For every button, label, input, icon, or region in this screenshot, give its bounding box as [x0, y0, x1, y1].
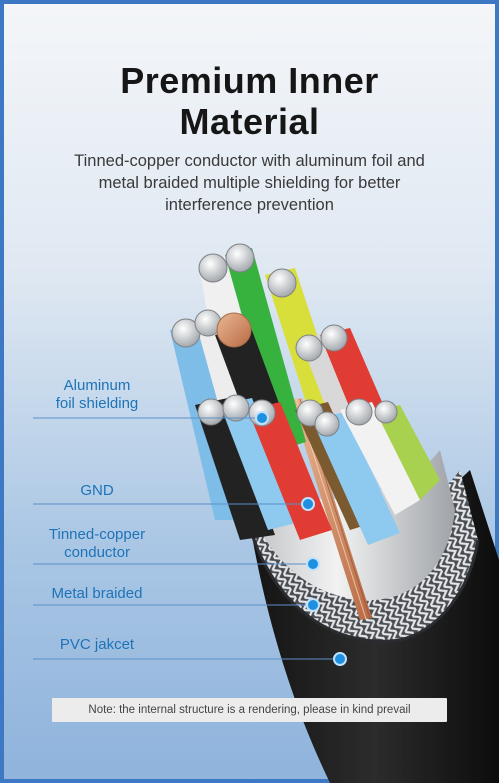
callout-tinned-copper: Tinned-copper conductor	[33, 526, 161, 562]
conductor-ends	[171, 243, 398, 437]
callout-conductor-line-1: Tinned-copper	[48, 526, 146, 543]
callout-pvc-jacket: PVC jakcet	[59, 636, 135, 653]
foil-marker	[255, 411, 269, 425]
callout-foil-line-1: Aluminum	[63, 377, 131, 394]
page-title: Premium Inner Material	[0, 60, 499, 142]
callout-gnd: GND	[80, 482, 114, 499]
jacket-marker	[333, 652, 347, 666]
braid-marker	[306, 598, 320, 612]
callout-aluminum-foil: Aluminum foil shielding	[33, 377, 161, 413]
gnd-marker	[301, 497, 315, 511]
conductor-marker	[306, 557, 320, 571]
callout-foil-line-2: foil shielding	[55, 395, 139, 412]
callout-conductor-line-2: conductor	[64, 544, 130, 561]
callout-metal-braided: Metal braided	[51, 585, 143, 602]
subtitle-line-2: metal braided multiple shielding for bet…	[98, 174, 401, 192]
title-line-2: Material	[179, 101, 320, 142]
subtitle-line-3: interference prevention	[165, 196, 334, 214]
page-subtitle: Tinned-copper conductor with aluminum fo…	[20, 150, 479, 216]
rendering-disclaimer: Note: the internal structure is a render…	[52, 698, 447, 722]
callout-lines	[33, 417, 340, 660]
title-line-1: Premium Inner	[120, 60, 379, 101]
subtitle-line-1: Tinned-copper conductor with aluminum fo…	[74, 152, 425, 170]
callout-markers	[255, 411, 347, 666]
